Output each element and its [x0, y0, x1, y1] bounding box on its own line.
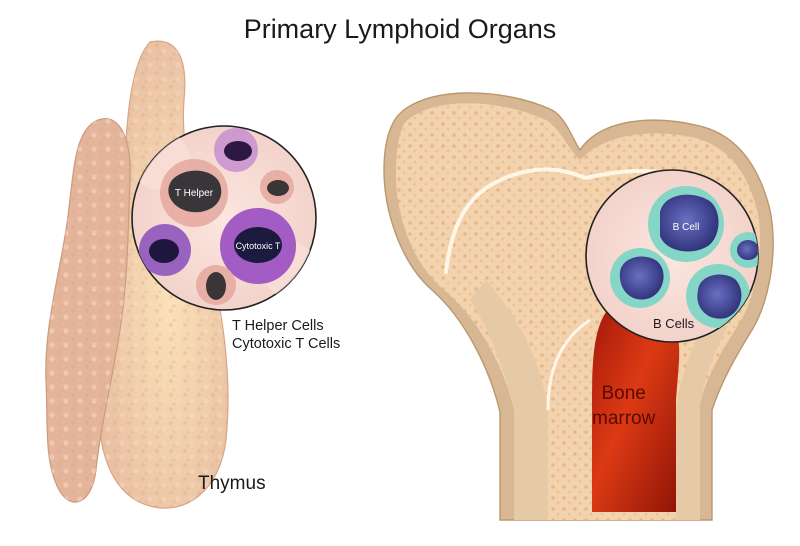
b-cell-large	[648, 186, 724, 262]
bone-marrow-label-line2: marrow	[592, 408, 656, 429]
bone-marrow-label: Bone marrow	[592, 381, 655, 431]
t-helper-cell-label: T Helper	[175, 188, 214, 199]
t-cell-small-right	[260, 170, 294, 204]
t-cell-inset: T Helper Cytotoxic T	[131, 125, 317, 311]
thymus-cells-callout: T Helper Cells Cytotoxic T Cells	[232, 317, 340, 353]
bone-marrow-label-line1: Bone	[601, 383, 646, 404]
diagram-title: Primary Lymphoid Organs	[243, 14, 557, 44]
t-cell-purple-left	[139, 224, 191, 276]
cytotoxic-t-cells-text: Cytotoxic T Cells	[232, 336, 341, 352]
b-cell-inset: B Cell	[585, 169, 759, 343]
t-helper-cells-text: T Helper Cells	[232, 318, 324, 334]
b-cell-label: B Cell	[673, 222, 700, 233]
bone-marrow	[592, 306, 680, 512]
cytotoxic-t-cell-label: Cytotoxic T	[236, 241, 281, 251]
b-cell-left	[610, 248, 670, 308]
t-cell-small-top	[214, 128, 258, 172]
t-cell-small-bottom	[196, 265, 236, 305]
thymus-label: Thymus	[198, 473, 266, 494]
b-cells-callout: B Cells	[653, 316, 695, 331]
t-helper-cell	[160, 159, 228, 227]
b-cell-right	[686, 264, 750, 328]
cytotoxic-t-cell	[220, 208, 296, 284]
growth-plate	[444, 167, 686, 274]
